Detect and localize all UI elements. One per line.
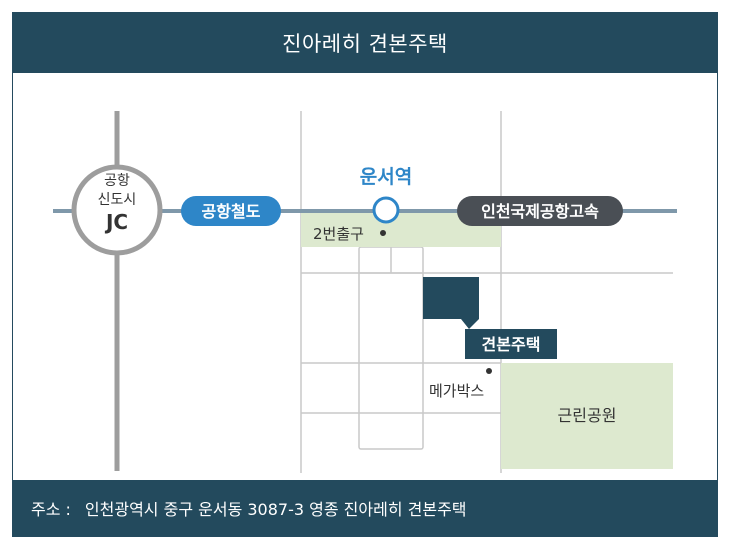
park-zone: [501, 363, 673, 469]
exit-label: 2번출구: [313, 225, 364, 243]
page-title-text: 진아레히 견본주택: [282, 32, 448, 56]
page-title: 진아레히 견본주택: [13, 13, 717, 73]
address-label: 주소 :: [31, 500, 71, 519]
location-map: 공항 신도시 JC 공항철도 운서역 인천국제공항고속 2번출구 견본주택 메가…: [53, 111, 677, 473]
megabox-label: 메가박스: [429, 382, 484, 400]
address-bar: 주소 : 인천광역시 중구 운서동 3087-3 영종 진아레히 견본주택: [13, 480, 717, 536]
model-house-badge: [465, 329, 557, 359]
junction-label-1: 공항: [104, 173, 130, 189]
park-label: 근린공원: [558, 406, 617, 425]
railway-label: 공항철도: [202, 202, 261, 221]
exit-dot-icon: [380, 230, 386, 236]
junction-label-3: JC: [104, 210, 128, 234]
map-card: 진아레히 견본주택 공항 신도시 JC: [12, 12, 718, 537]
road-grid: [300, 111, 673, 473]
model-house-label: 견본주택: [482, 335, 541, 354]
building-outline: [358, 246, 424, 450]
model-house-pointer-icon: [461, 319, 479, 329]
railway-badge: 공항철도: [181, 196, 281, 226]
station-icon: [372, 196, 400, 224]
highway-label: 인천국제공항고속: [481, 202, 599, 221]
address-text: 인천광역시 중구 운서동 3087-3 영종 진아레히 견본주택: [84, 500, 467, 519]
junction-marker: 공항 신도시 JC: [71, 164, 163, 256]
model-house-block: [423, 277, 479, 319]
junction-label-2: 신도시: [98, 192, 137, 208]
highway-badge: 인천국제공항고속: [457, 196, 623, 226]
megabox-dot-icon: [486, 368, 492, 374]
station-label: 운서역: [360, 166, 412, 188]
